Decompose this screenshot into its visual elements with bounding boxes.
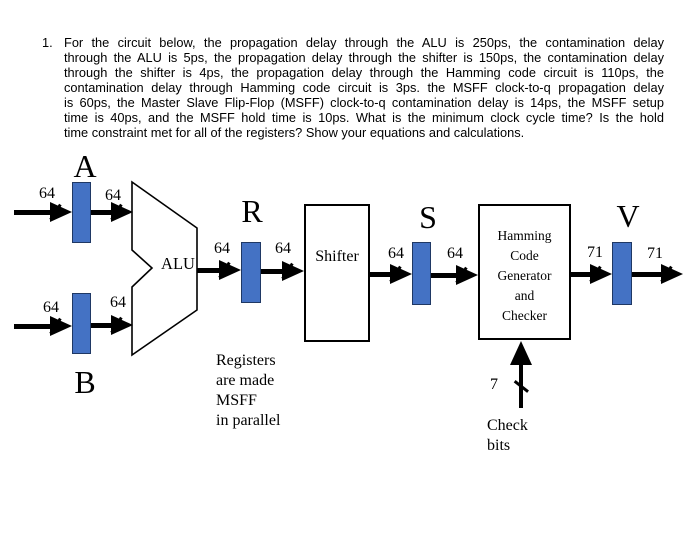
arrow-shaft <box>197 268 231 273</box>
hamming-box-label-line: Checker <box>502 308 547 323</box>
hamming-box-label-line: Hamming <box>497 228 552 243</box>
arrow-shaft <box>632 272 673 277</box>
problem-number: 1. <box>42 35 53 50</box>
bus-arrow-shifter-to-register-s <box>370 264 412 284</box>
register-v <box>612 242 632 305</box>
hamming-box: Hamming Code Generator and Checker <box>478 204 571 340</box>
hamming-box-label-line: and <box>514 288 535 303</box>
arrow-shaft <box>370 272 402 277</box>
check-bits-label-line: bits <box>487 437 511 454</box>
arrow-shaft <box>518 355 523 408</box>
alu-label: ALU <box>161 254 195 273</box>
register-r <box>241 242 261 303</box>
registers-note-line: MSFF <box>216 392 257 409</box>
problem-text: For the circuit below, the propagation d… <box>64 35 664 140</box>
arrow-shaft <box>261 269 294 274</box>
bus-width-label: 64 <box>43 299 59 316</box>
bus-arrow-into-register-a <box>14 202 72 222</box>
problem-text-line: For the circuit below, the propagation d… <box>64 35 664 50</box>
register-b <box>72 293 91 354</box>
problem-text-line: time constraint met for all of the regis… <box>64 125 525 140</box>
arrow-shaft <box>14 324 62 329</box>
bus-width-label: 64 <box>275 240 291 257</box>
bus-width-label: 7 <box>490 376 498 393</box>
register-a-label: A <box>73 148 97 184</box>
bus-arrow-hamming-to-register-v <box>571 264 612 284</box>
shifter-box: Shifter <box>304 204 370 342</box>
bus-width-label: 64 <box>110 294 126 311</box>
bus-width-label: 64 <box>447 245 463 262</box>
bus-arrow-register-a-to-alu <box>91 202 133 222</box>
bus-width-label: 64 <box>214 240 230 257</box>
bus-arrow-alu-to-register-r <box>197 260 241 280</box>
register-a <box>72 182 91 243</box>
bus-width-label: 64 <box>39 185 55 202</box>
arrowhead-icon <box>510 341 532 365</box>
bus-arrow-register-r-to-shifter <box>261 261 304 281</box>
bus-width-label: 64 <box>388 245 404 262</box>
bus-width-label: 64 <box>105 187 121 204</box>
bus-arrow-register-b-to-alu <box>91 315 133 335</box>
registers-note-line: are made <box>216 372 275 389</box>
check-bits-label: Check bits <box>487 416 528 456</box>
register-r-label: R <box>241 193 263 229</box>
bus-width-label: 71 <box>647 245 663 262</box>
register-b-label: B <box>74 364 96 400</box>
arrow-shaft <box>571 272 602 277</box>
register-s-label: S <box>419 199 437 235</box>
registers-note: Registers are made MSFF in parallel <box>216 351 280 431</box>
bus-arrow-check-bits-into-hamming <box>510 341 532 408</box>
bus-width-label: 71 <box>587 244 603 261</box>
check-bits-label-line: Check <box>487 417 528 434</box>
hamming-box-label-line: Generator <box>497 268 552 283</box>
hamming-box-label-line: Code <box>510 248 539 263</box>
registers-note-line: Registers <box>216 352 276 369</box>
problem-text-line: contamination delay through Hamming code… <box>64 80 664 95</box>
problem-text-line: time is 40ps, and the MSFF hold time is … <box>64 110 664 125</box>
registers-note-line: in parallel <box>216 412 281 429</box>
arrow-shaft <box>14 210 62 215</box>
bus-arrow-register-s-to-hamming <box>431 265 478 285</box>
register-v-label: V <box>616 198 640 234</box>
problem-text-line: is 60ps, the Master Slave Flip-Flop (MSF… <box>64 95 664 110</box>
arrow-shaft <box>431 273 468 278</box>
register-s <box>412 242 431 305</box>
arrow-shaft <box>91 210 123 215</box>
bus-arrow-into-register-b <box>14 316 72 336</box>
problem-text-line: through the ALU is 5ps, the propagation … <box>64 50 664 65</box>
problem-text-line: through the shifter is 4ps, the propagat… <box>64 65 664 80</box>
arrow-shaft <box>91 323 123 328</box>
bus-arrow-register-v-output <box>632 264 683 284</box>
shifter-label: Shifter <box>315 248 359 265</box>
